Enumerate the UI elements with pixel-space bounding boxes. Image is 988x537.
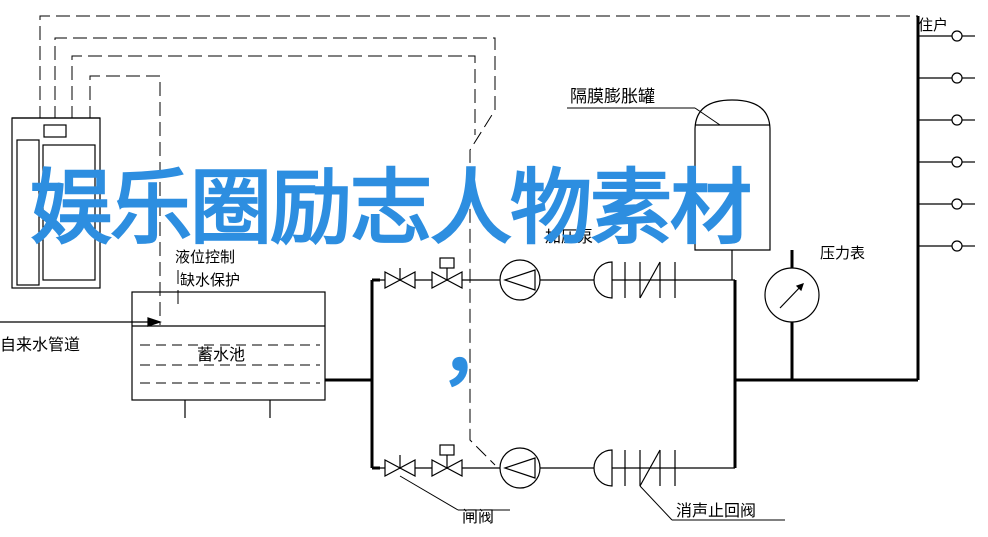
lower-branch: [380, 444, 735, 489]
pressure-gauge: [764, 267, 820, 323]
label-tap-water-pipe: 自来水管道: [0, 335, 80, 354]
label-gate-valve: 闸阀: [462, 507, 494, 526]
overlay-comma: ，: [440, 303, 520, 396]
label-resident: 住户: [918, 16, 948, 34]
signal-lines: [39, 15, 918, 466]
overlay-title: 娱乐圈励志人物素材: [30, 161, 752, 256]
main-pipes: [325, 16, 920, 470]
label-water-shortage: 缺水保护: [180, 271, 240, 289]
storage-pool: [131, 291, 326, 418]
upper-branch: [380, 257, 735, 301]
inlet-pipe: [0, 317, 162, 327]
label-pressure-gauge: 压力表: [820, 244, 865, 262]
leader-lines: [399, 107, 785, 521]
label-storage-pool: 蓄水池: [197, 345, 245, 364]
label-check-valve: 消声止回阀: [676, 501, 756, 520]
label-booster-pump: 加压泵: [545, 227, 593, 246]
label-expansion-tank: 隔膜膨胀罐: [570, 87, 655, 107]
expansion-tank: [694, 99, 771, 280]
control-cabinet: [11, 117, 101, 289]
resident-taps: [918, 30, 975, 252]
pool-water-lines: [140, 344, 320, 384]
label-level-control: 液位控制: [175, 248, 235, 266]
